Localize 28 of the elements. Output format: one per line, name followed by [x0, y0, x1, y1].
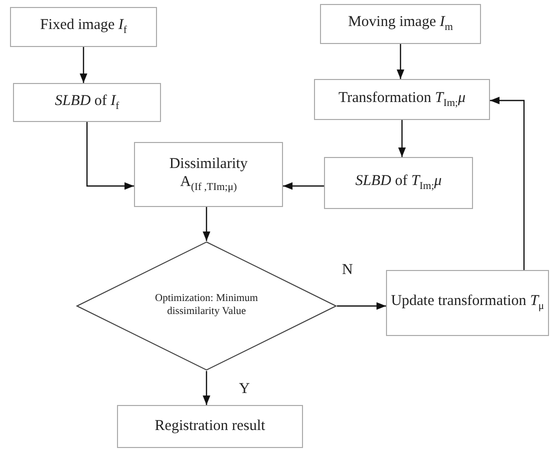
arrow — [283, 182, 324, 190]
arrow — [490, 96, 525, 270]
box-heading: Dissimilarity — [169, 154, 248, 174]
process-box — [13, 83, 161, 122]
arrow — [80, 47, 88, 83]
process-box — [10, 7, 157, 47]
box-text: SLBD of T$_{Im;}$μ — [355, 172, 442, 194]
arrow — [202, 207, 210, 241]
process-box — [314, 79, 490, 120]
process-box — [320, 4, 481, 44]
process-box — [117, 405, 303, 448]
process-box — [324, 157, 473, 209]
box-text: Optimization: Minimum dissimilarity Value — [154, 293, 259, 319]
process-box — [386, 270, 549, 336]
box-text: Moving image I$_{m}$ — [348, 13, 453, 35]
arrow — [398, 120, 406, 157]
box-text: SLBD of I$_{f}$ — [54, 92, 120, 114]
arrow — [86, 122, 134, 190]
arrow — [202, 371, 210, 405]
box-text: A$_{(If ,TIm;μ)}$ — [180, 173, 237, 194]
box-text: Update transformation T$_{μ}$ — [390, 292, 544, 314]
box-text: Transformation T$_{Im;}$μ — [338, 88, 466, 110]
arrow — [337, 302, 386, 310]
decision-diamond — [76, 241, 337, 371]
box-text: Fixed image I$_{f}$ — [40, 16, 127, 38]
box-text: Registration result — [154, 417, 266, 436]
arrow — [396, 44, 404, 79]
process-box — [134, 142, 283, 207]
